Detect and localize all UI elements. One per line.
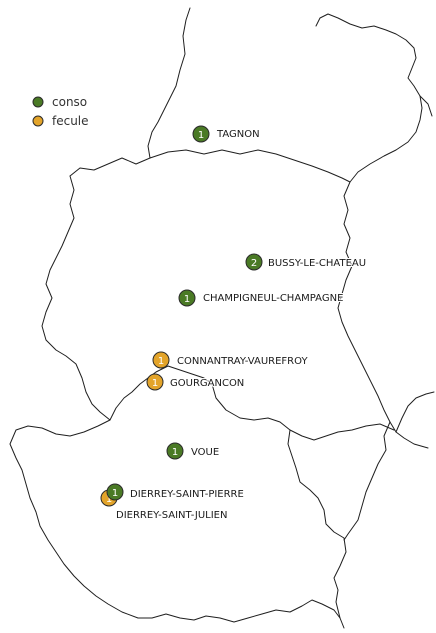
marker-voue[interactable]: 1 VOUE	[166, 442, 220, 460]
marker-count: 1	[198, 130, 204, 141]
place-label-dierrey-saint-julien: DIERREY-SAINT-JULIEN	[116, 510, 227, 521]
place-label-tagnon: TAGNON	[216, 129, 260, 140]
right-edge-boundary	[395, 95, 435, 433]
marker-circle[interactable]	[152, 351, 170, 369]
aube-east-boundary	[287, 429, 347, 619]
legend-fecule-label: fecule	[52, 114, 89, 128]
place-label-gourgancon: GOURGANCON	[170, 378, 244, 389]
marker-bussy-le-chateau[interactable]: 2 BUSSY-LE-CHATEAU	[245, 253, 367, 271]
boundaries	[9, 7, 435, 629]
marker-gourgancon[interactable]: 1 GOURGANCON	[146, 373, 245, 391]
marker-count: 1	[172, 447, 178, 458]
place-label-champigneul-champagne: CHAMPIGNEUL-CHAMPAGNE	[203, 293, 343, 304]
marker-circle[interactable]	[192, 125, 210, 143]
marker-count: 2	[251, 258, 257, 269]
marker-dierrey-saint-pierre[interactable]: 1 DIERREY-SAINT-PIERRE	[106, 483, 245, 501]
marker-count: 1	[106, 494, 112, 505]
marne-east-boundary	[337, 181, 429, 449]
marker-count: 1	[184, 294, 190, 305]
place-label-voue: VOUE	[191, 447, 219, 458]
marker-circle[interactable]	[178, 289, 196, 307]
marker-connantray-vaurefroy[interactable]: 1 CONNANTRAY-VAUREFROY	[152, 351, 309, 369]
marker-circle[interactable]	[166, 442, 184, 460]
place-label-dierrey-saint-pierre: DIERREY-SAINT-PIERRE	[130, 489, 244, 500]
markers: 1 TAGNON 2 BUSSY-LE-CHATEAU 1 CHAMPIGNEU…	[100, 125, 367, 522]
legend-conso-label: conso	[52, 95, 87, 109]
marker-count: 1	[112, 488, 118, 499]
marker-count: 1	[152, 378, 158, 389]
marker-circle[interactable]	[245, 253, 263, 271]
legend-conso-swatch	[32, 96, 44, 108]
place-label-connantray-vaurefroy: CONNANTRAY-VAUREFROY	[177, 356, 308, 367]
marker-tagnon[interactable]: 1 TAGNON	[192, 125, 261, 143]
place-label-bussy-le-chateau: BUSSY-LE-CHATEAU	[268, 258, 366, 269]
marne-west-boundary	[41, 175, 213, 421]
legend: conso fecule	[32, 95, 89, 128]
marker-circle[interactable]	[106, 483, 124, 501]
northern-department-boundary	[147, 7, 423, 183]
aube-west-boundary	[9, 419, 345, 629]
marker-champigneul-champagne[interactable]: 1 CHAMPIGNEUL-CHAMPAGNE	[178, 289, 344, 307]
northern-department-west-edge	[69, 157, 151, 177]
marker-circle[interactable]	[146, 373, 164, 391]
eastern-department-boundary	[343, 421, 391, 541]
marne-aube-boundary	[211, 383, 395, 441]
legend-fecule-swatch	[32, 115, 44, 127]
marker-count: 1	[158, 356, 164, 367]
